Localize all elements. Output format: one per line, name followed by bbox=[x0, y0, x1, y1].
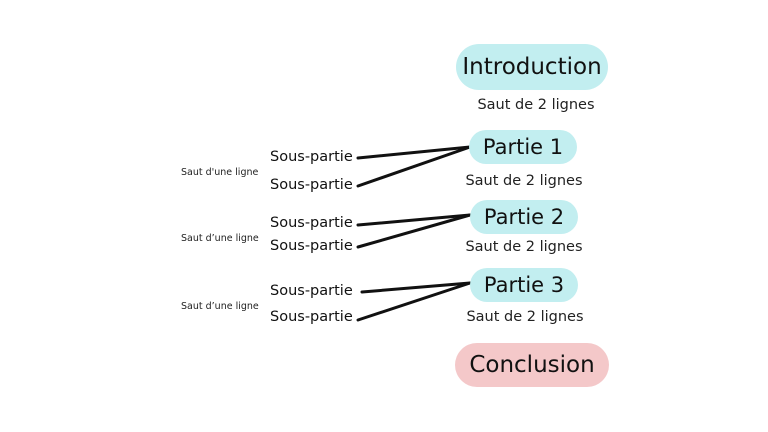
part-3-spacing-note: Saut de 2 lignes bbox=[466, 309, 584, 325]
introduction-label: Introduction bbox=[462, 54, 602, 80]
part-1-label: Partie 1 bbox=[482, 135, 564, 159]
part-2-subpart-2: Sous-partie bbox=[270, 238, 353, 254]
connector-line-p2-s1 bbox=[356, 213, 472, 227]
part-1-subpart-spacing-note: Saut d'une ligne bbox=[181, 167, 259, 178]
part-3-subpart-spacing-note: Saut d’une ligne bbox=[181, 301, 259, 312]
conclusion-label: Conclusion bbox=[469, 352, 595, 378]
part-2-subpart-1: Sous-partie bbox=[270, 215, 353, 231]
part-1-subpart-1: Sous-partie bbox=[270, 149, 353, 165]
part-3-subpart-2: Sous-partie bbox=[270, 309, 353, 325]
part-2-spacing-note: Saut de 2 lignes bbox=[465, 239, 583, 255]
conclusion-node: Conclusion bbox=[455, 343, 609, 387]
part-1-spacing-note: Saut de 2 lignes bbox=[465, 173, 583, 189]
part-2-node: Partie 2 bbox=[470, 200, 578, 234]
introduction-node: Introduction bbox=[456, 44, 608, 90]
part-3-subpart-1: Sous-partie bbox=[270, 283, 353, 299]
connector-line-p3-s1 bbox=[360, 281, 472, 294]
part-1-subpart-2: Sous-partie bbox=[270, 177, 353, 193]
connector-line-p2-s2 bbox=[356, 213, 472, 249]
part-3-node: Partie 3 bbox=[470, 268, 578, 302]
connector-line-p1-s1 bbox=[356, 145, 472, 160]
part-2-label: Partie 2 bbox=[483, 205, 565, 229]
connector-line-p1-s2 bbox=[356, 145, 472, 188]
part-2-subpart-spacing-note: Saut d’une ligne bbox=[181, 233, 259, 244]
part-1-node: Partie 1 bbox=[469, 130, 577, 164]
intro-spacing-note: Saut de 2 lignes bbox=[477, 97, 595, 113]
connector-line-p3-s2 bbox=[356, 281, 472, 322]
part-3-label: Partie 3 bbox=[483, 273, 565, 297]
